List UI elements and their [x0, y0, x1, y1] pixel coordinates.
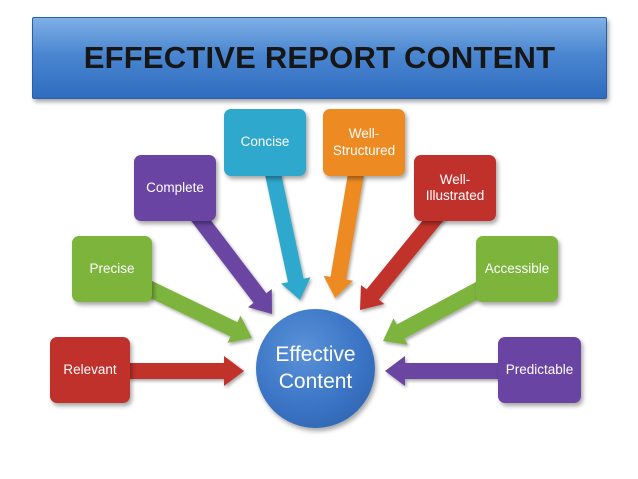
arrow-complete: [189, 209, 272, 314]
node-concise: Concise: [224, 109, 306, 176]
node-well-illustrated-label: Well- Illustrated: [425, 171, 485, 203]
arrow-relevant: [128, 356, 244, 386]
node-accessible: Accessible: [476, 236, 558, 302]
node-well-structured-label: Well- Structured: [332, 126, 396, 158]
arrow-well-illustrated: [360, 206, 447, 310]
node-accessible-label: Accessible: [484, 260, 550, 276]
node-precise-label: Precise: [89, 260, 135, 276]
arrow-well-structured: [323, 172, 364, 298]
title-banner: EFFECTIVE REPORT CONTENT: [32, 17, 607, 99]
node-predictable-label: Predictable: [505, 361, 574, 377]
center-circle: Effective Content: [256, 309, 375, 428]
arrow-concise: [265, 172, 311, 300]
node-predictable: Predictable: [498, 337, 581, 403]
arrow-accessible: [383, 281, 484, 345]
arrow-predictable: [385, 356, 500, 386]
node-concise-label: Concise: [240, 134, 290, 150]
node-relevant: Relevant: [50, 337, 130, 403]
node-complete-label: Complete: [146, 179, 204, 195]
node-precise: Precise: [72, 236, 152, 302]
node-relevant-label: Relevant: [63, 361, 117, 377]
node-well-structured: Well- Structured: [323, 109, 405, 176]
center-label: Effective Content: [275, 343, 356, 393]
node-well-illustrated: Well- Illustrated: [414, 155, 496, 221]
arrow-precise: [144, 280, 252, 343]
page-title: EFFECTIVE REPORT CONTENT: [83, 40, 556, 75]
node-complete: Complete: [134, 155, 216, 221]
